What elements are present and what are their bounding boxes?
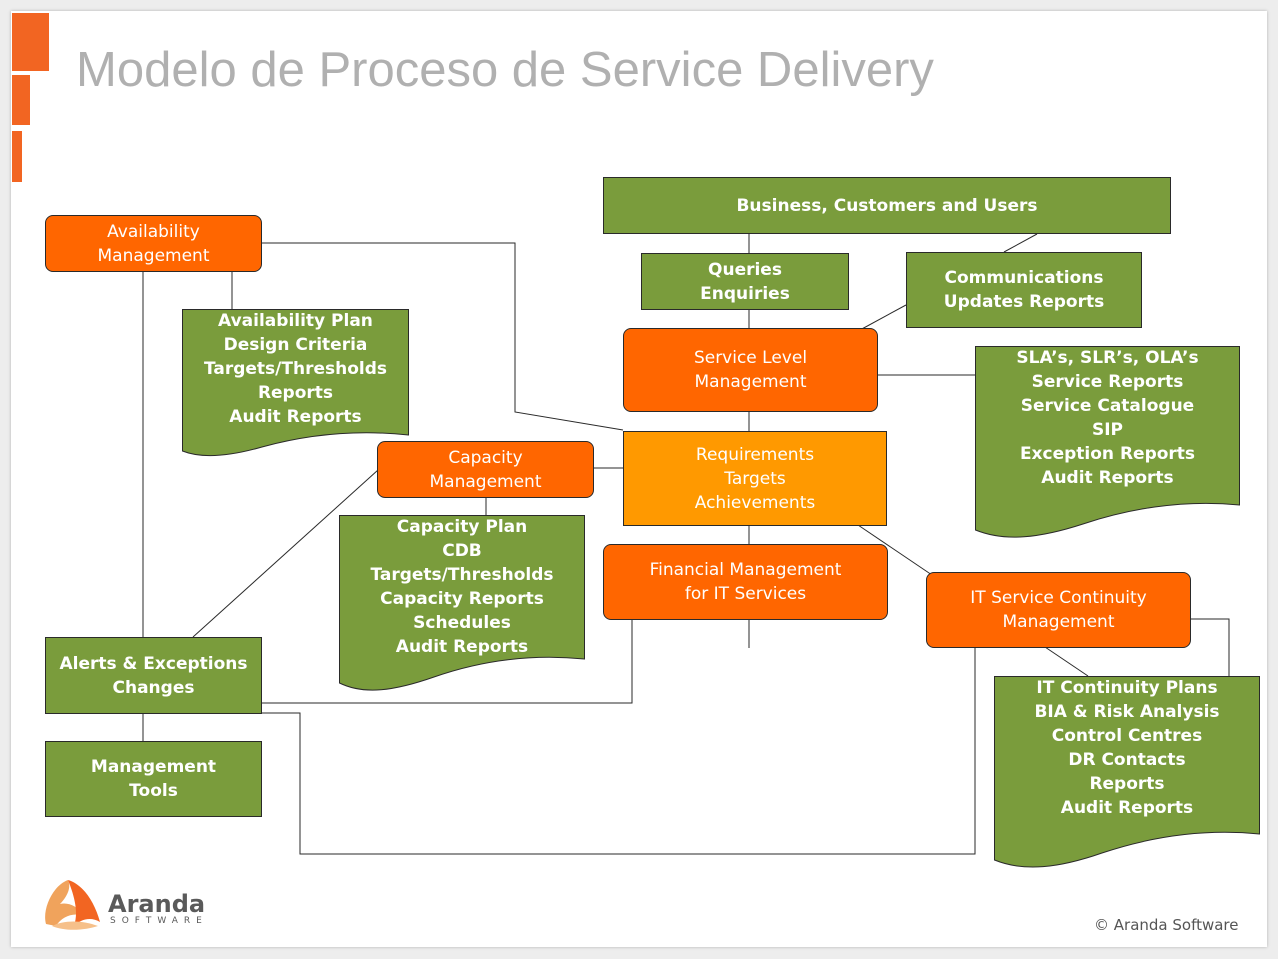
text-line: Alerts & Exceptions	[59, 653, 248, 674]
text-line: Requirements	[695, 444, 815, 465]
text-line: for IT Services	[684, 584, 807, 604]
text-line: Tools	[129, 781, 178, 801]
text-line: BIA & Risk Analysis	[1034, 702, 1220, 722]
copyright-text: © Aranda Software	[1094, 916, 1239, 934]
text-line: SLA’s, SLR’s, OLA’s	[1016, 348, 1199, 368]
text-line: Updates Reports	[943, 292, 1105, 312]
text-line: Audit Reports	[1041, 468, 1174, 488]
text-line: Capacity	[448, 447, 523, 468]
text-line: Availability	[107, 221, 200, 242]
text-line: Management	[90, 757, 217, 777]
text-line: Queries	[708, 259, 782, 280]
text-line: Management	[694, 372, 807, 392]
aranda-logo-icon	[45, 880, 100, 930]
text-line: Targets/Thresholds	[203, 359, 388, 379]
text-line: Audit Reports	[229, 407, 362, 427]
text-line: Capacity Plan	[396, 517, 528, 537]
connector-alerts-itscm	[261, 647, 976, 855]
text-line: Service Level	[693, 348, 808, 368]
page-title: Modelo de Proceso de Service Delivery	[76, 43, 934, 97]
text-line: Control Centres	[1051, 726, 1203, 746]
text-line: Reports	[257, 383, 334, 403]
logo-tagline: SOFTWARE	[110, 916, 208, 926]
text-line: Audit Reports	[395, 637, 529, 657]
text-line: Management	[1002, 612, 1115, 632]
text-line: Targets	[724, 468, 786, 489]
text-line: Achievements	[694, 492, 816, 513]
text-line: SIP	[1091, 420, 1123, 440]
connector-business-comms	[1003, 233, 1038, 253]
connector-requirements-itscm	[857, 524, 933, 576]
text-line: Availability Plan	[218, 311, 373, 331]
text-line: Schedules	[413, 613, 511, 633]
text-line: Capacity Reports	[380, 589, 544, 609]
text-line: Management	[429, 471, 542, 492]
logo-name: Aranda	[108, 890, 206, 918]
text-line: Management	[97, 245, 210, 266]
accent-bar-2	[12, 75, 30, 125]
text-line: Changes	[112, 677, 195, 698]
text-line: IT Service Continuity	[970, 588, 1147, 608]
accent-bar-1	[12, 13, 49, 71]
text-line: Targets/Thresholds	[370, 565, 554, 585]
connector-itscm-doc	[1044, 646, 1089, 677]
connector-capacity-alerts	[192, 469, 379, 638]
connector-alerts-financial	[261, 619, 633, 704]
accent-bar-3	[12, 131, 22, 182]
text-line: Financial Management	[649, 560, 842, 580]
aranda-logo: Aranda SOFTWARE	[38, 876, 228, 932]
financial-management-box: Financial Management for IT Services	[603, 544, 888, 620]
text-line: Audit Reports	[1060, 798, 1194, 818]
text-line: Design Criteria	[223, 335, 368, 355]
text-line: Reports	[1089, 774, 1165, 794]
business-customers-users-box: Business, Customers and Users	[603, 177, 1171, 234]
text-line: Enquiries	[700, 283, 790, 304]
text-line: IT Continuity Plans	[1036, 678, 1218, 698]
connector-availability-requirements	[261, 242, 624, 431]
connector-itscm-doc-side	[1190, 618, 1230, 676]
text-line: Exception Reports	[1019, 444, 1196, 464]
text-line: DR Contacts	[1068, 750, 1186, 770]
text-line: Communications	[944, 268, 1104, 288]
text-line: Business, Customers and Users	[736, 195, 1038, 216]
text-line: Service Catalogue	[1020, 396, 1195, 416]
connector-comms-slm	[859, 304, 907, 331]
text-line: CDB	[442, 541, 482, 561]
text-line: Service Reports	[1031, 372, 1184, 392]
